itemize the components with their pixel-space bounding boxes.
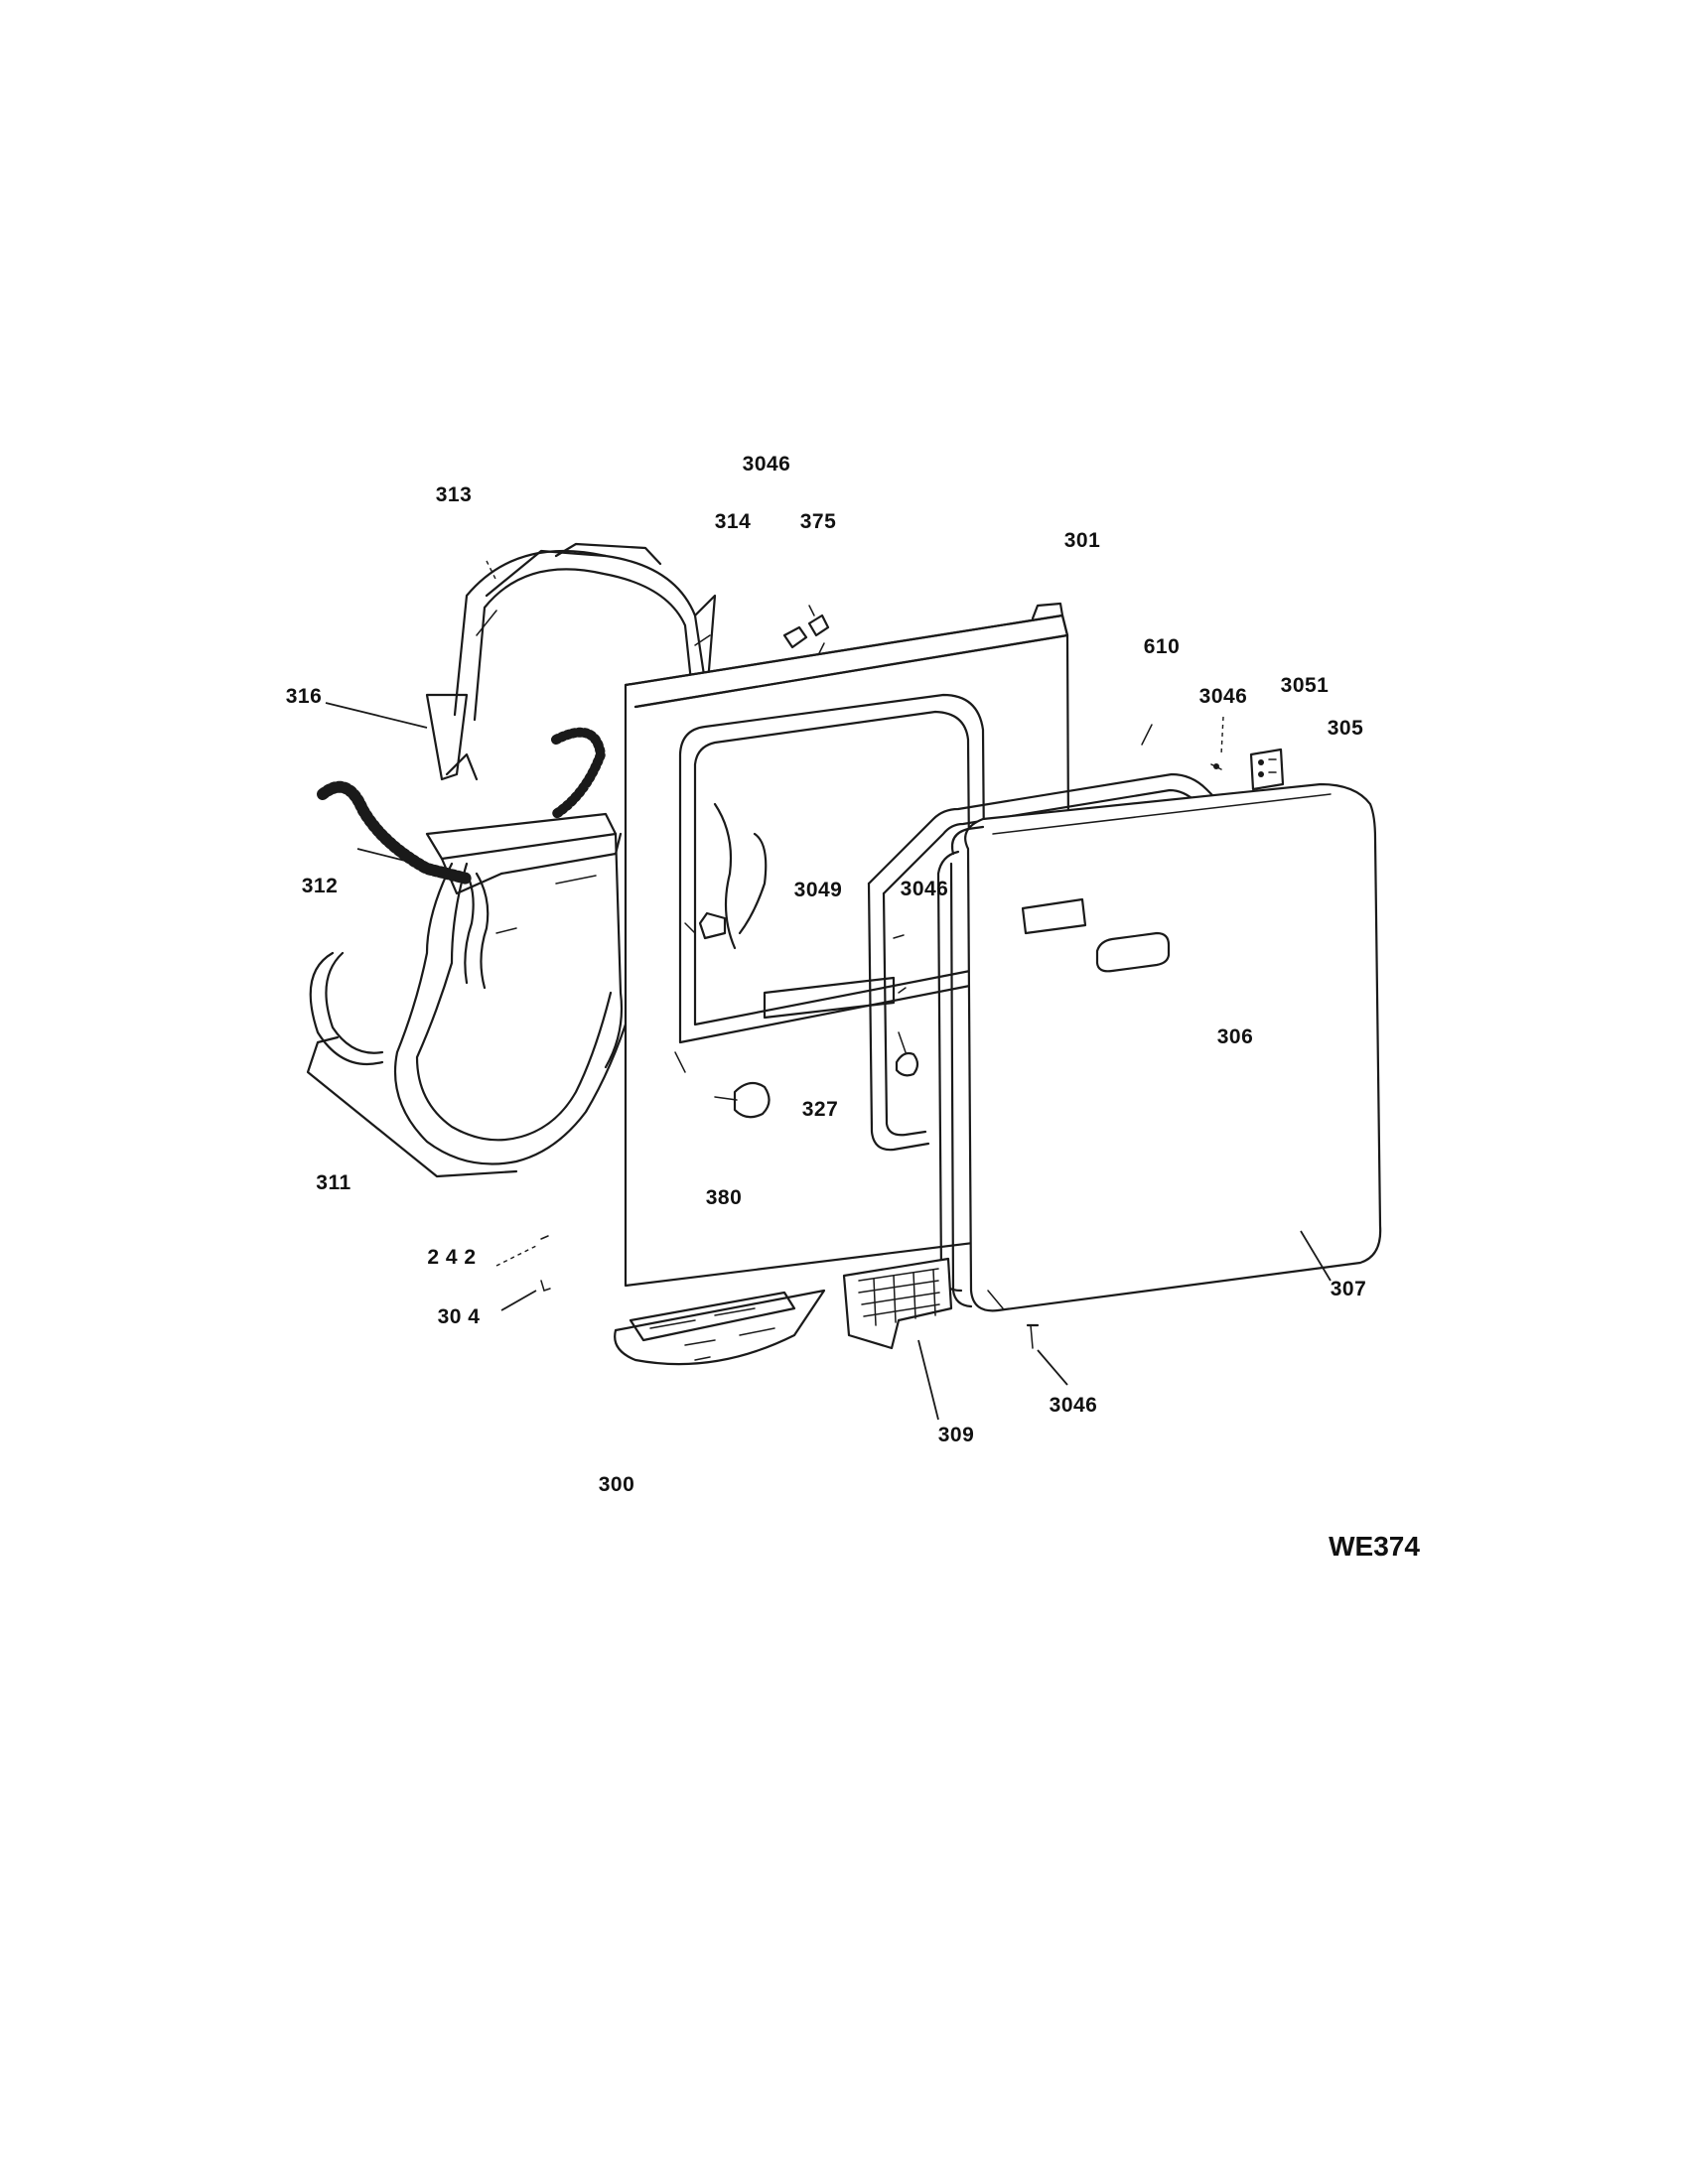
callout-316: 316 xyxy=(285,685,323,708)
callout-327: 327 xyxy=(801,1098,839,1121)
callout-307: 307 xyxy=(1330,1278,1367,1300)
callout-305: 305 xyxy=(1327,717,1364,740)
callout-3046-switch: 3046 xyxy=(1198,685,1248,708)
callout-311: 311 xyxy=(316,1171,351,1194)
outer-door xyxy=(936,782,1382,1312)
callout-3049: 3049 xyxy=(793,879,843,901)
callout-313: 313 xyxy=(435,483,473,506)
callout-3046-top: 3046 xyxy=(742,453,791,476)
door-switch-parts xyxy=(1141,724,1285,791)
callout-312: 312 xyxy=(301,875,339,897)
lint-filter xyxy=(842,1257,953,1350)
callout-304: 30 4 xyxy=(437,1305,481,1328)
drum-belt-assembly xyxy=(306,812,637,1178)
callout-380: 380 xyxy=(705,1186,743,1209)
callout-242: 2 4 2 xyxy=(427,1246,477,1269)
callout-300: 300 xyxy=(598,1473,635,1496)
control-tray xyxy=(614,1289,826,1366)
callout-309: 309 xyxy=(937,1424,975,1446)
callout-314: 314 xyxy=(714,510,752,533)
diagram-code: WE374 xyxy=(1329,1531,1420,1562)
hinge-clips xyxy=(782,605,830,654)
callout-306: 306 xyxy=(1216,1025,1254,1048)
callout-610: 610 xyxy=(1143,635,1181,658)
callout-3046-door: 3046 xyxy=(900,878,949,900)
callout-301: 301 xyxy=(1063,529,1101,552)
front-bulkhead-ring xyxy=(425,542,717,781)
callout-375: 375 xyxy=(799,510,837,533)
drum-gasket xyxy=(317,727,607,885)
leader-lines xyxy=(325,560,1332,1421)
front-panel xyxy=(624,602,1072,1288)
small-fasteners xyxy=(540,1235,1040,1349)
callout-3051: 3051 xyxy=(1280,674,1330,697)
callout-3046-bottom: 3046 xyxy=(1049,1394,1098,1417)
